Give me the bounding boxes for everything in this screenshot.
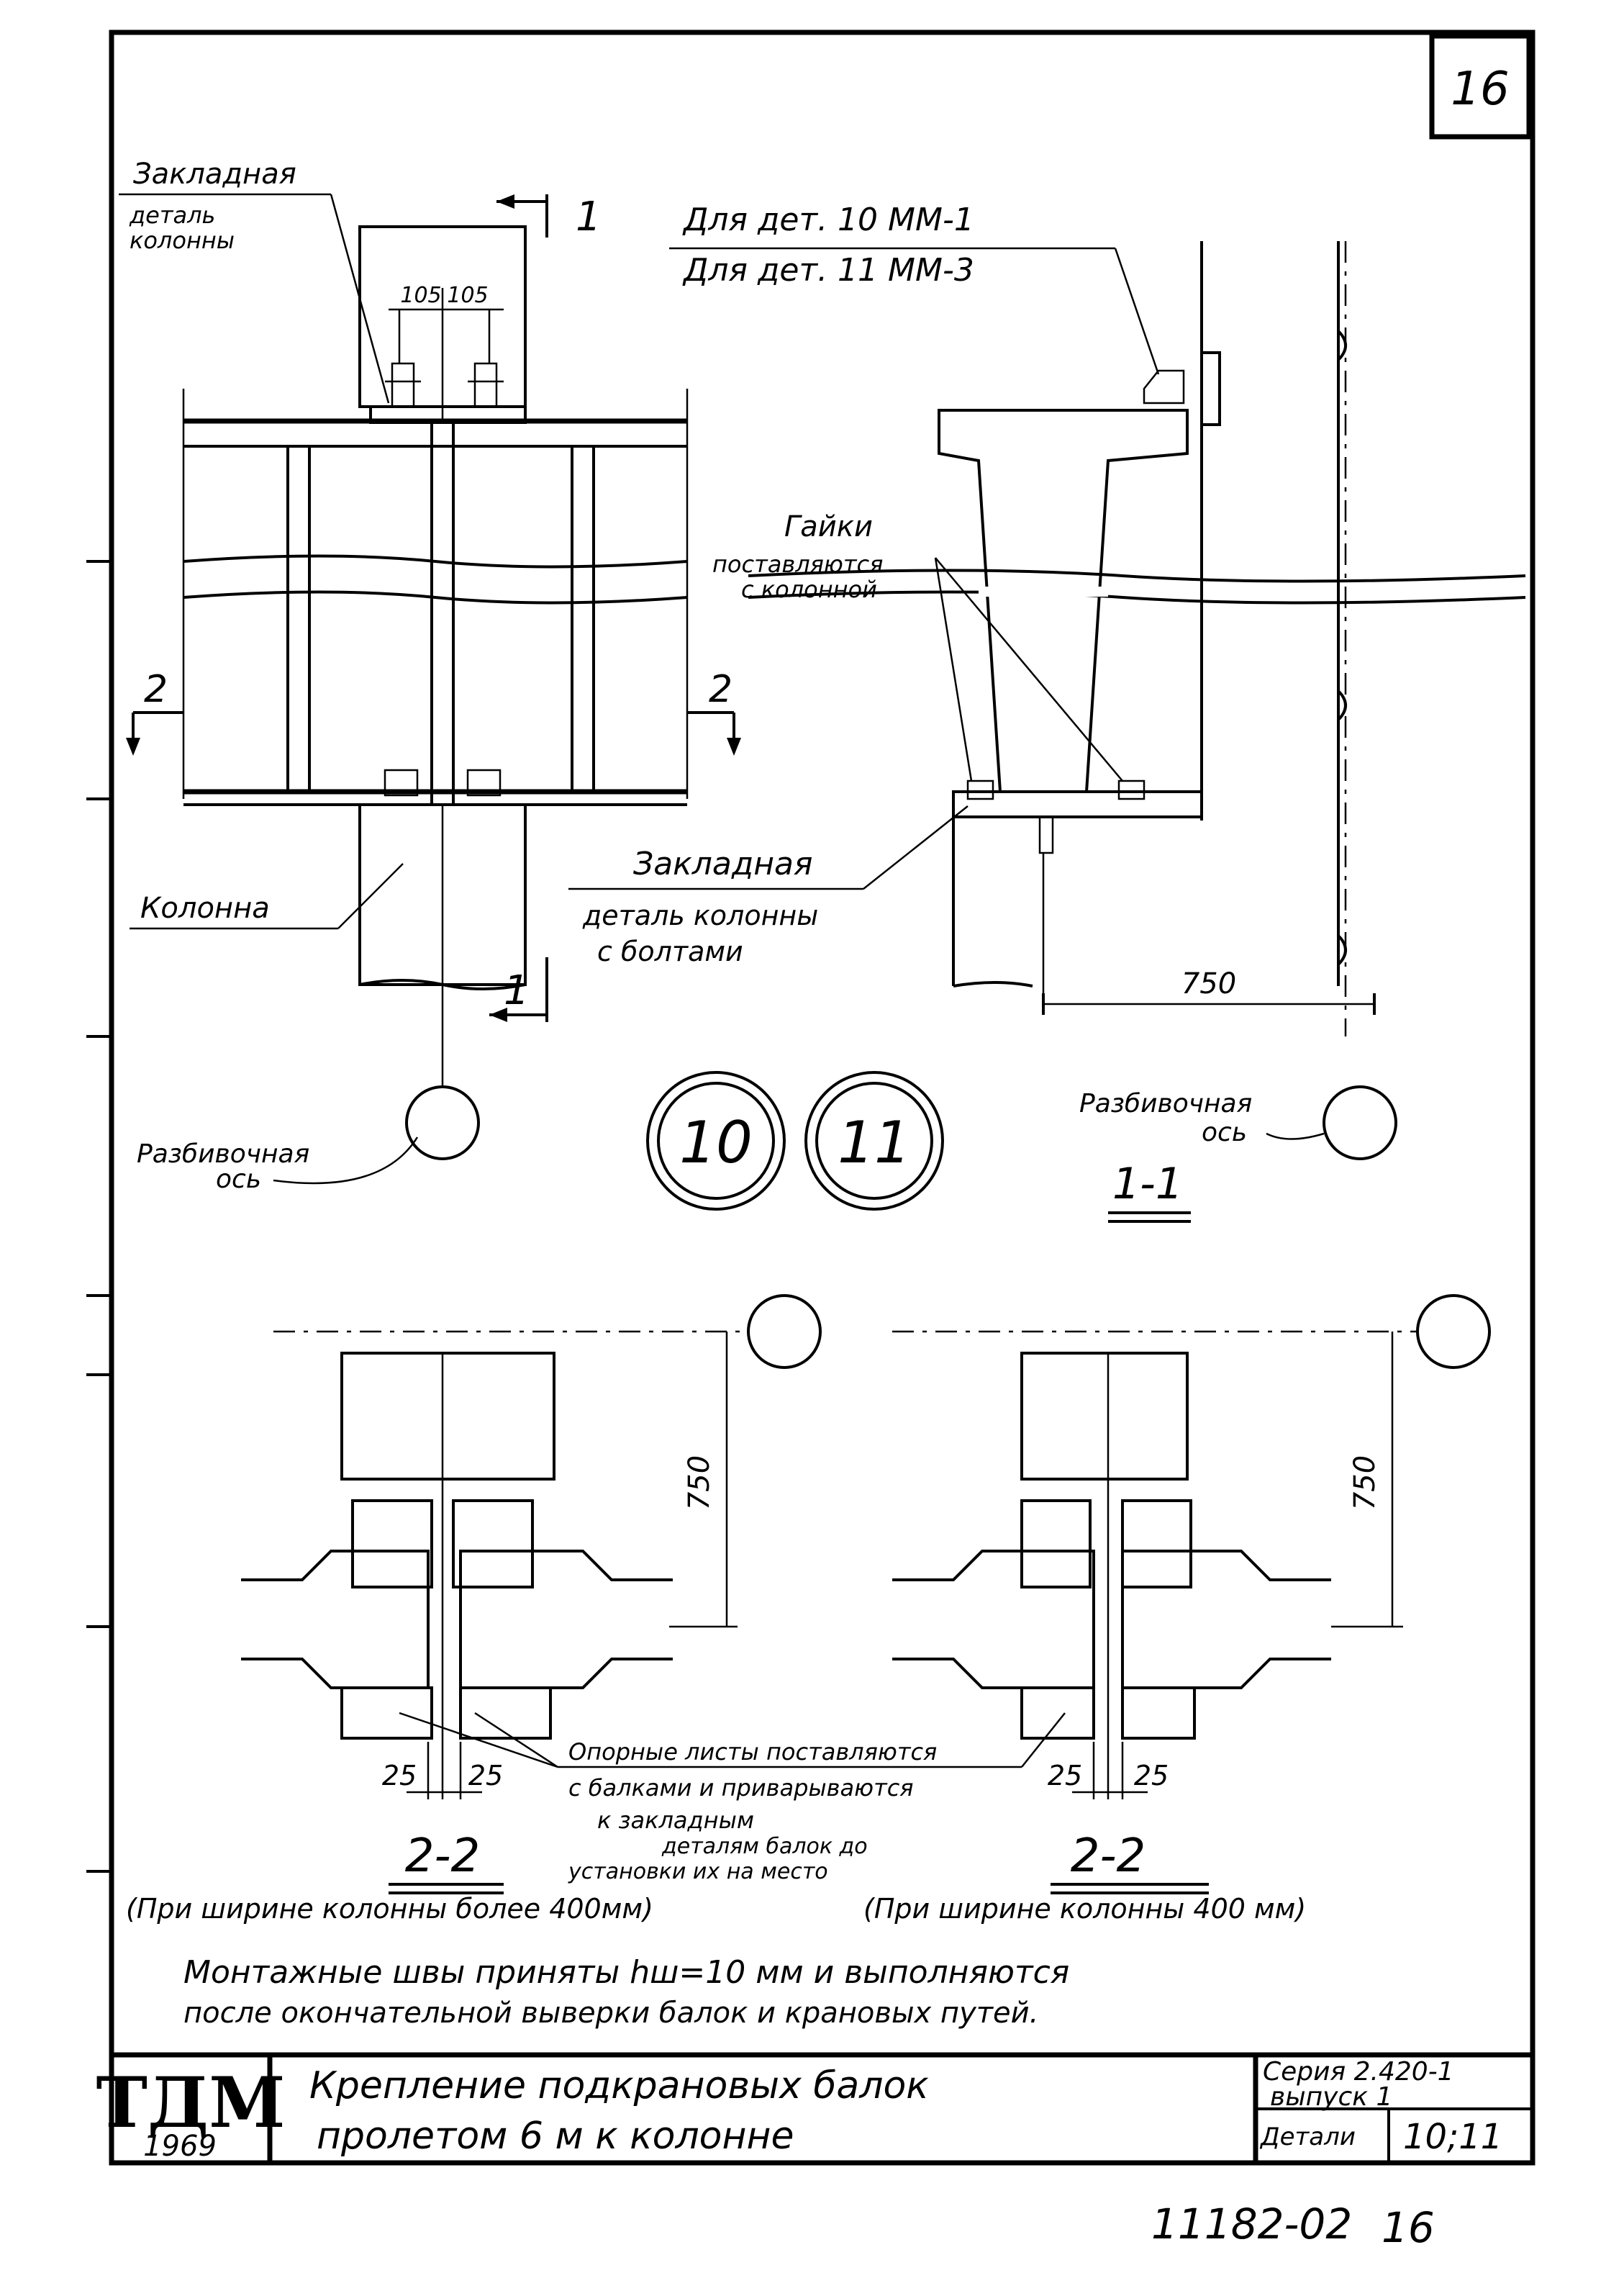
embedded-label-3: колонны (130, 227, 235, 254)
details-label: Детали (1259, 2123, 1356, 2151)
support-note-2: с балками и приварываются (568, 1774, 914, 1802)
dim-25-a: 25 (382, 1760, 417, 1791)
year: 1969 (143, 2130, 217, 2163)
detail-10: 10 (679, 1109, 753, 1176)
support-plates-note: Опорные листы поставляются с балками и п… (399, 1712, 1066, 1884)
dim-105-right: 105 (447, 283, 488, 308)
embedded-label-2: деталь (129, 202, 215, 229)
front-view: 105 105 1 1 (119, 158, 741, 1194)
detail-markers: 10 11 (646, 1071, 944, 1211)
dim-105-left: 105 (400, 283, 441, 308)
general-note-1: Монтажные швы приняты hш=10 мм и выполня… (183, 1954, 1069, 1991)
archive-number: 11182-02 (1151, 2200, 1352, 2248)
title-line-2: пролетом 6 м к колонне (317, 2115, 794, 2158)
series-line-1: Серия 2.420-1 (1263, 2057, 1454, 2087)
embedded-bolts-3: с болтами (597, 936, 743, 967)
support-note-1: Опорные листы поставляются (568, 1738, 937, 1766)
axis-label-left-1: Разбивочная (137, 1139, 309, 1169)
column-label: Колонна (140, 892, 270, 925)
sheet-number: 16 (1451, 63, 1509, 116)
section-1-bottom: 1 (504, 967, 530, 1014)
note-det10: Для дет. 10 ММ-1 (682, 202, 974, 238)
sheet-frame (86, 30, 1535, 2166)
dim-25-b: 25 (468, 1760, 503, 1791)
nuts-note-2: с колонной (741, 576, 877, 603)
embedded-bolts-2: деталь колонны (582, 900, 818, 931)
nuts-label: Гайки (784, 510, 873, 543)
axis-label-left-2: ось (216, 1165, 261, 1194)
note-det11: Для дет. 11 ММ-3 (682, 252, 974, 289)
support-note-3: к закладным (597, 1807, 754, 1834)
section-2-right: 2 (709, 668, 732, 711)
dim-25-d: 25 (1134, 1760, 1169, 1791)
dim-750-right: 750 (1348, 1455, 1382, 1510)
nuts-note-1: поставляются (712, 551, 883, 578)
section-2-2-title-left: 2-2 (405, 1830, 481, 1883)
axis-label-right-1: Разбивочная (1079, 1089, 1252, 1118)
caption-right: (При ширине колонны 400 мм) (863, 1893, 1306, 1925)
caption-left: (При ширине колонны более 400мм) (126, 1893, 653, 1925)
section-1-1-title: 1-1 (1112, 1159, 1183, 1209)
sheet-number-box: 16 (1429, 33, 1532, 140)
detail-11: 11 (838, 1109, 911, 1176)
axis-label-right-2: ось (1202, 1118, 1247, 1147)
dim-750-left: 750 (683, 1455, 716, 1510)
dim-25-c: 25 (1048, 1760, 1082, 1791)
general-note-2: после окончательной выверки балок и кран… (183, 1997, 1038, 2030)
section-2-2-left: 25 25 750 2-2 (241, 1294, 822, 1894)
section-2-2-title-right: 2-2 (1071, 1830, 1146, 1883)
title-block: ТДМ 1969 Крепление подкрановых балок про… (96, 2052, 1533, 2163)
archive-page: 16 (1382, 2203, 1435, 2252)
dim-750-section: 750 (1181, 967, 1236, 1000)
embedded-label-1: Закладная (133, 158, 296, 191)
general-note: Монтажные швы приняты hш=10 мм и выполня… (183, 1954, 1069, 2030)
org-logo: ТДМ (96, 2062, 285, 2143)
series-line-2: выпуск 1 (1270, 2082, 1392, 2112)
section-2-left: 2 (144, 668, 168, 711)
section-1-1-view: 750 Для дет. 10 ММ-1 Для дет. 11 ММ-3 Га… (568, 202, 1526, 1223)
section-2-2-right: 25 25 750 2-2 (892, 1294, 1491, 1894)
details-value: 10;11 (1403, 2117, 1502, 2157)
section-1-top: 1 (576, 194, 602, 240)
title-line-1: Крепление подкрановых балок (309, 2064, 929, 2107)
embedded-bolts-1: Закладная (633, 846, 812, 882)
support-note-4: деталям балок до (661, 1834, 868, 1859)
support-note-5: установки их на место (568, 1859, 828, 1884)
